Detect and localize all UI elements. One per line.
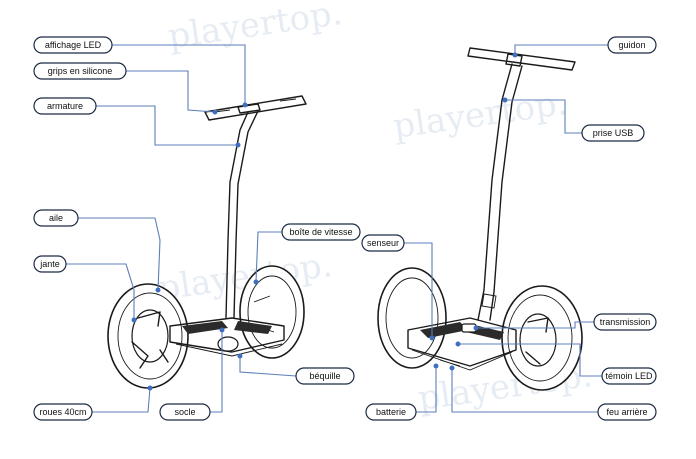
dot-socle — [219, 327, 225, 333]
leader-roues — [92, 387, 151, 413]
labels: affichage LED grips en silicone armature… — [33, 36, 657, 421]
label-boite-vitesse-text: boîte de vitesse — [289, 227, 352, 237]
dot-boite-vitesse — [253, 279, 259, 285]
dot-grips — [212, 109, 218, 115]
dot-batterie — [433, 363, 439, 369]
leader-transmission — [476, 321, 594, 329]
label-feu-arriere-text: feu arrière — [606, 407, 647, 417]
dot-jante — [131, 317, 137, 323]
dot-affichage-led — [242, 102, 248, 108]
label-grips: grips en silicone — [33, 62, 127, 80]
leader-socle — [210, 330, 223, 413]
label-bequille-text: béquille — [309, 371, 340, 381]
dot-temoin-led — [455, 341, 461, 347]
leader-feu-arriere — [451, 368, 598, 413]
label-socle: socle — [159, 403, 211, 421]
label-armature: armature — [33, 97, 97, 115]
label-feu-arriere: feu arrière — [597, 403, 657, 421]
label-batterie: batterie — [365, 403, 417, 421]
leader-boite-vitesse — [255, 231, 282, 283]
label-guidon: guidon — [607, 36, 657, 54]
label-batterie-text: batterie — [376, 407, 406, 417]
label-transmission: transmission — [593, 313, 657, 331]
leader-guidon — [514, 44, 608, 55]
watermark-top: playertop. — [166, 0, 345, 57]
leader-bequille — [239, 356, 297, 377]
dot-armature — [235, 142, 241, 148]
dot-bequille — [237, 353, 243, 359]
label-prise-usb: prise USB — [581, 124, 645, 142]
label-prise-usb-text: prise USB — [593, 128, 634, 138]
leader-batterie — [416, 366, 437, 413]
label-boite-vitesse: boîte de vitesse — [281, 223, 361, 241]
watermark-right: playertop. — [391, 83, 570, 147]
dot-aile — [155, 287, 161, 293]
label-roues-text: roues 40cm — [39, 407, 86, 417]
dot-feu-arriere — [449, 365, 455, 371]
label-aile-text: aile — [49, 213, 63, 223]
dot-roues — [147, 385, 153, 391]
left-scooter-drawing — [107, 95, 307, 389]
dot-guidon — [512, 52, 518, 58]
label-affichage-led-text: affichage LED — [45, 40, 102, 50]
label-senseur-text: senseur — [367, 238, 399, 248]
leader-armature — [95, 105, 238, 146]
label-bequille: béquille — [295, 367, 355, 385]
dot-senseur — [429, 335, 435, 341]
label-senseur: senseur — [361, 234, 405, 252]
label-guidon-text: guidon — [618, 40, 645, 50]
leader-aile — [78, 217, 161, 291]
label-temoin-led-text: témoin LED — [605, 371, 653, 381]
leader-temoin-led — [458, 343, 602, 377]
leader-senseur — [402, 242, 433, 338]
dot-prise-usb — [502, 97, 508, 103]
right-scooter-drawing — [377, 47, 583, 391]
leader-jante — [65, 263, 135, 320]
dot-transmission — [473, 325, 479, 331]
label-grips-text: grips en silicone — [48, 66, 113, 76]
leader-affichage-led — [110, 44, 246, 105]
label-socle-text: socle — [174, 407, 195, 417]
label-transmission-text: transmission — [600, 317, 651, 327]
label-jante-text: jante — [39, 259, 60, 269]
label-aile: aile — [33, 209, 79, 227]
label-temoin-led: témoin LED — [601, 367, 657, 385]
leader-lines — [65, 44, 608, 413]
label-roues: roues 40cm — [33, 403, 93, 421]
leader-prise-usb — [505, 99, 582, 134]
label-affichage-led: affichage LED — [33, 36, 113, 54]
leader-grips — [125, 70, 216, 113]
label-armature-text: armature — [47, 101, 83, 111]
label-jante: jante — [33, 255, 67, 273]
